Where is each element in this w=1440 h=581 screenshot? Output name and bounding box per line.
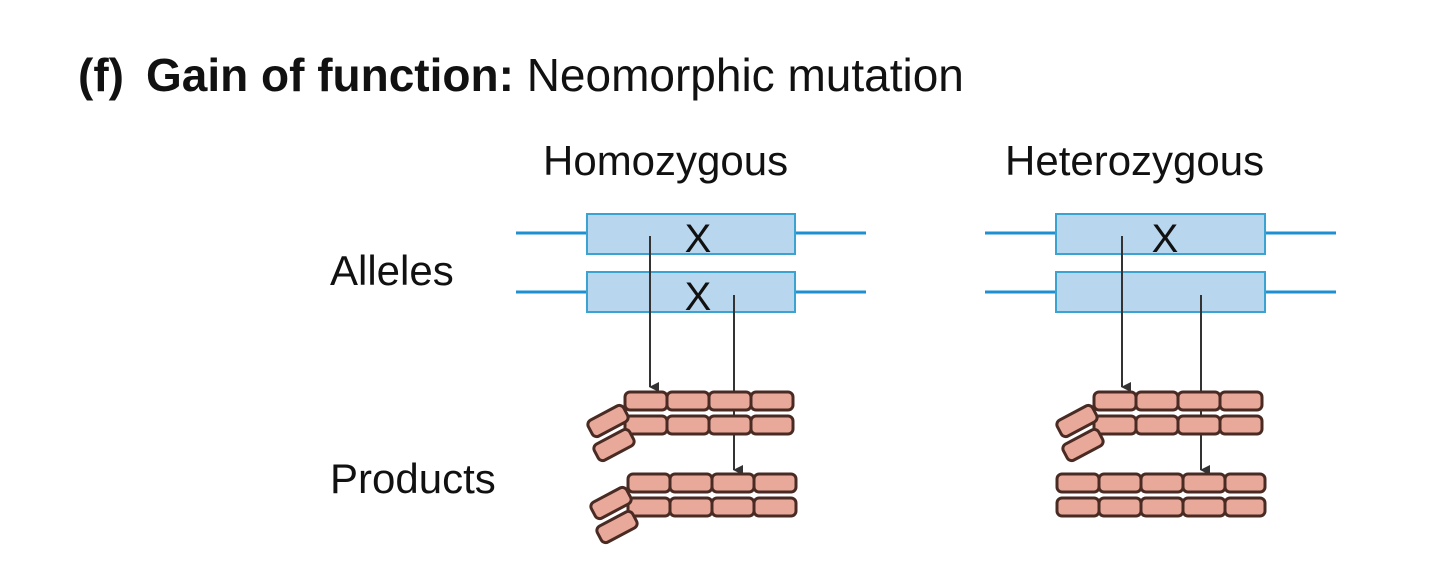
homozygous-alleles: X X bbox=[516, 213, 866, 319]
homozygous-heading: Homozygous bbox=[543, 137, 789, 184]
product-heterozygous-1 bbox=[1055, 390, 1264, 463]
mutation-type-label: Neomorphic mutation bbox=[526, 49, 964, 101]
product-heterozygous-2 bbox=[1055, 472, 1267, 518]
expression-arrows bbox=[649, 236, 1210, 475]
allele-heterozygous-1: X bbox=[985, 213, 1336, 261]
heterozygous-heading: Heterozygous bbox=[1005, 137, 1265, 184]
allele-heterozygous-2 bbox=[985, 271, 1336, 313]
heterozygous-alleles: X bbox=[985, 213, 1336, 313]
gene-box bbox=[586, 213, 796, 255]
allele-homozygous-1: X bbox=[516, 213, 866, 261]
gene-box bbox=[1055, 213, 1266, 255]
mutation-mark: X bbox=[685, 275, 712, 319]
mutation-mark: X bbox=[685, 217, 712, 261]
panel-label: (f) bbox=[78, 49, 124, 101]
figure-title: (f) Gain of function: Neomorphic mutation bbox=[78, 52, 964, 98]
products-row-label: Products bbox=[330, 455, 496, 502]
alleles-row-label: Alleles bbox=[330, 247, 454, 294]
gene-box bbox=[586, 271, 796, 313]
product-homozygous-2 bbox=[589, 472, 798, 545]
allele-homozygous-2: X bbox=[516, 271, 866, 319]
mutation-mark: X bbox=[1152, 217, 1179, 261]
gene-box bbox=[1055, 271, 1266, 313]
product-homozygous-1 bbox=[586, 390, 795, 463]
category-label: Gain of function: bbox=[145, 49, 514, 101]
